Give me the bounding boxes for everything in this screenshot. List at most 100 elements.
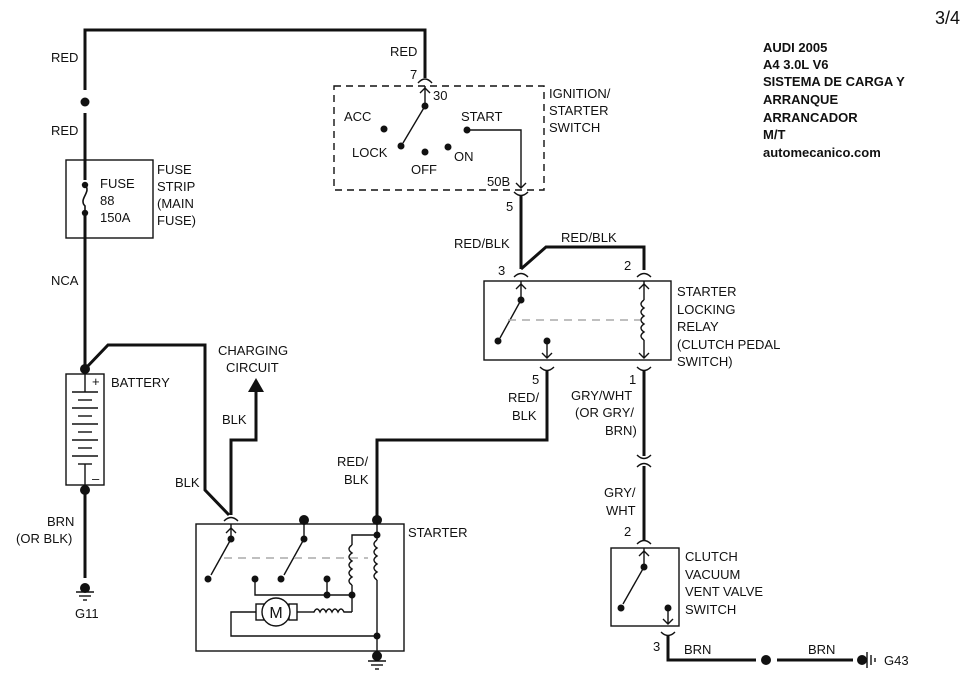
relay-starter-wire: [375, 371, 549, 519]
connector-pin-5-ign: [513, 191, 529, 197]
ign-terminal-50b: 50B: [487, 174, 510, 189]
ground-starter-icon: [368, 651, 386, 670]
clutch-label-2: VACUUM: [685, 567, 740, 582]
starter-label: STARTER: [408, 525, 467, 540]
relay-jumper-wire: [520, 245, 646, 271]
splice-dot: [80, 97, 90, 107]
wire-label-brn-g43-a: BRN: [684, 642, 711, 657]
ground-g11-label: G11: [75, 606, 99, 621]
relay-pin-3: 3: [498, 263, 505, 278]
clutch-label-1: CLUTCH: [685, 549, 738, 564]
contact-on: [444, 143, 452, 151]
motor-icon: [261, 597, 291, 627]
clutch-pin-2: 2: [624, 524, 631, 539]
wire-label-blk-left: BLK: [175, 475, 200, 490]
wire-label-gry-wht-1: GRY/WHT: [571, 388, 632, 403]
relay-label-1: STARTER: [677, 284, 736, 299]
charging-circuit-wire: [229, 390, 258, 515]
ign-pin-5: 5: [506, 199, 513, 214]
clutch-label-4: SWITCH: [685, 602, 736, 617]
clutch-switch-box: [610, 547, 680, 627]
fuse-rating: 150A: [100, 210, 131, 225]
fuse-strip-label-4: FUSE): [157, 213, 196, 228]
wire-label-gry-wht2-1: GRY/: [604, 485, 636, 500]
charging-circuit-label-2: CIRCUIT: [226, 360, 279, 375]
fuse-strip-label-3: (MAIN: [157, 196, 194, 211]
title-model: A4 3.0L V6: [763, 57, 829, 72]
connector-pin-1: [636, 366, 652, 372]
title-system-1: SISTEMA DE CARGA Y: [763, 74, 905, 89]
wire-label-red-blk-relay5-2: BLK: [512, 408, 537, 423]
wire-label-gry-wht2-2: WHT: [606, 503, 636, 518]
wire-label-brn-g43-b: BRN: [808, 642, 835, 657]
wire-label-blk-charging: BLK: [222, 412, 247, 427]
battery-plus: +: [92, 374, 100, 389]
battery-minus: –: [92, 471, 100, 486]
ignition-switch-arm: [402, 105, 426, 144]
starter-box: [195, 523, 405, 652]
ignition-switch-box: [333, 85, 545, 191]
clutch-label-3: VENT VALVE: [685, 584, 763, 599]
connector-clutch-pin-3: [660, 631, 676, 637]
relay-box: [483, 280, 672, 361]
fuse-strip-box: [65, 159, 154, 239]
relay-pin-2: 2: [624, 258, 631, 273]
hold-in-coil-icon: [373, 539, 379, 581]
ign-switch-label-1: IGNITION/: [549, 86, 611, 101]
relay-label-3: RELAY: [677, 319, 719, 334]
connector-clutch-pin-2: [636, 539, 652, 545]
charging-circuit-label-1: CHARGING: [218, 343, 288, 358]
ign-pos-on: ON: [454, 149, 474, 164]
title-source: automecanico.com: [763, 145, 881, 160]
connector-pin-5: [539, 366, 555, 372]
contact-acc: [380, 125, 388, 133]
fuse-strip-label-1: FUSE: [157, 162, 192, 177]
arrow-up-icon: [248, 378, 264, 392]
relay-pin-1: 1: [629, 372, 636, 387]
ground-g43-label: G43: [884, 653, 909, 668]
relay-label-2: LOCKING: [677, 302, 736, 317]
fuse-number: 88: [100, 193, 114, 208]
fuse-name: FUSE: [100, 176, 135, 191]
main-power-wire: [83, 28, 427, 368]
title-make-year: AUDI 2005: [763, 40, 827, 55]
title-transmission: M/T: [763, 127, 785, 142]
wire-label-red-blk-relay: RED/BLK: [561, 230, 617, 245]
battery-label: BATTERY: [111, 375, 170, 390]
wire-label-red-lower: RED: [51, 123, 78, 138]
ign-pos-acc: ACC: [344, 109, 371, 124]
ground-g11-icon: [76, 583, 94, 601]
wire-label-gry-wht-3: BRN): [605, 423, 637, 438]
contact-off: [421, 148, 429, 156]
title-subsystem: ARRANCADOR: [763, 110, 858, 125]
fuse-strip-label-2: STRIP: [157, 179, 195, 194]
ign-switch-label-3: SWITCH: [549, 120, 600, 135]
wire-label-nca: NCA: [51, 273, 79, 288]
ign-terminal-30: 30: [433, 88, 447, 103]
ign-pin-7: 7: [410, 67, 417, 82]
ign-switch-label-2: STARTER: [549, 103, 608, 118]
ground-wire-g43-a: [666, 636, 756, 662]
connector-starter-blk: [223, 516, 239, 522]
relay-label-4: (CLUTCH PEDAL: [677, 337, 780, 352]
splice-dot-g43: [761, 655, 771, 665]
ign-pos-start: START: [461, 109, 502, 124]
relay-coil-icon: [640, 299, 646, 341]
clutch-pin-3: 3: [653, 639, 660, 654]
wire-label-red-top-right: RED: [390, 44, 417, 59]
title-system-2: ARRANQUE: [763, 92, 838, 107]
wire-label-brn: BRN: [47, 514, 74, 529]
fuse-icon: [80, 180, 90, 217]
wire-label-red-upper: RED: [51, 50, 78, 65]
wire-label-red-blk-relay5-1: RED/: [508, 390, 539, 405]
wire-label-brn-alt: (OR BLK): [16, 531, 72, 546]
contact-lock: [397, 142, 405, 150]
wire-label-red-blk-starter-2: BLK: [344, 472, 369, 487]
motor-label: M: [269, 605, 282, 622]
wire-label-gry-wht-2: (OR GRY/: [575, 405, 634, 420]
relay-switch-arm: [499, 299, 522, 339]
connector-pin-7: [417, 78, 433, 84]
battery-starter-wire: [83, 343, 231, 517]
ign-pos-off: OFF: [411, 162, 437, 177]
